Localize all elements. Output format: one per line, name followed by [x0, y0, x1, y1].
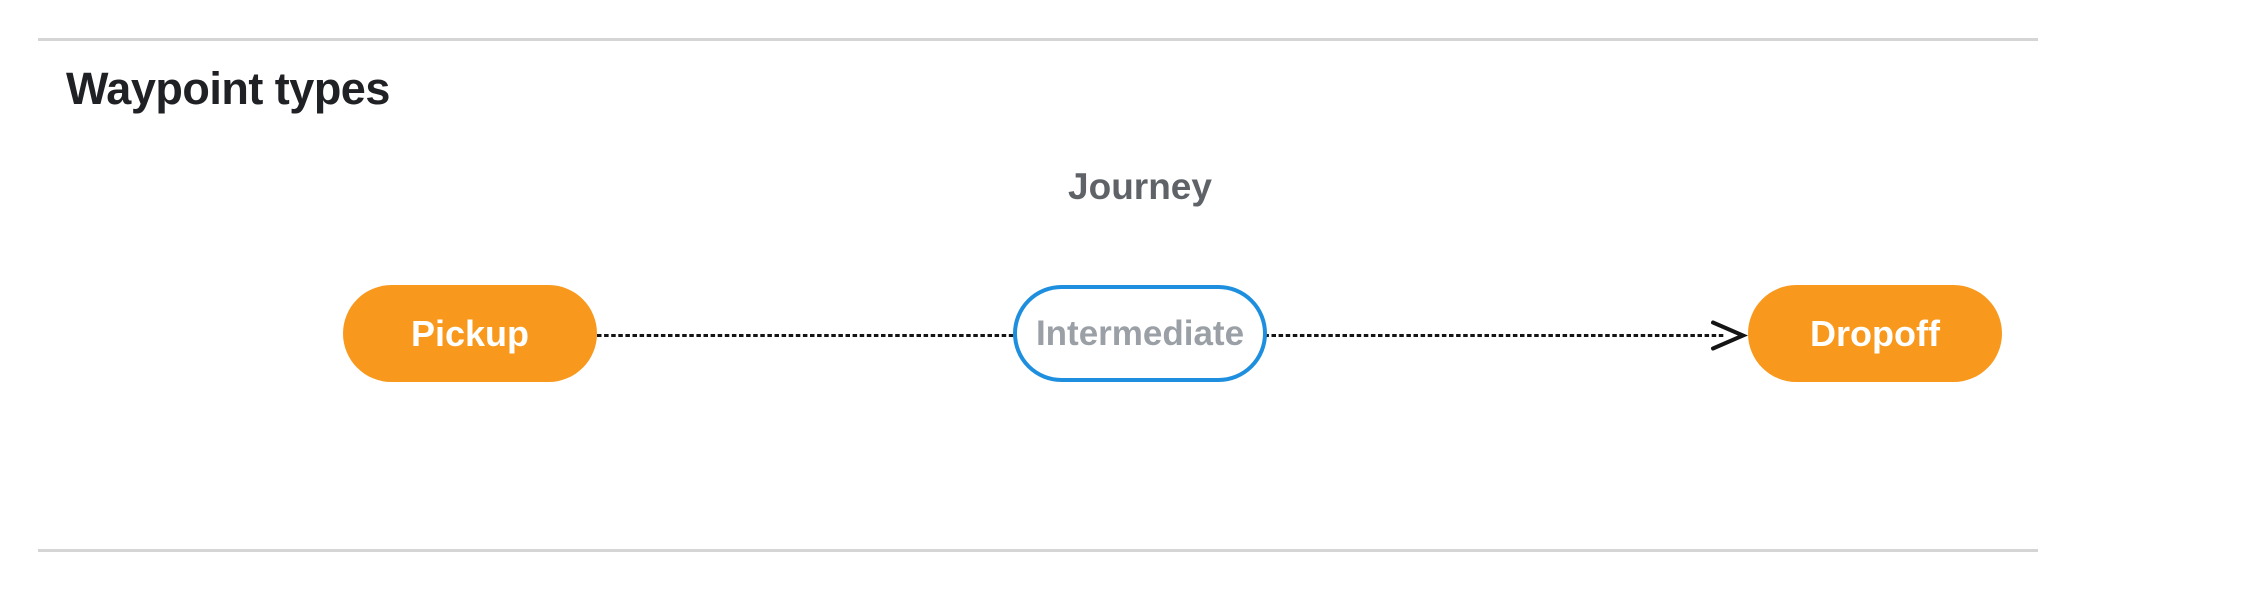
section-heading: Waypoint types — [66, 63, 390, 114]
top-divider — [38, 38, 2038, 41]
bottom-divider — [38, 549, 2038, 552]
node-intermediate: Intermediate — [1013, 285, 1267, 382]
node-dropoff: Dropoff — [1748, 285, 2002, 382]
node-pickup: Pickup — [343, 285, 597, 382]
journey-label: Journey — [1068, 166, 1212, 207]
